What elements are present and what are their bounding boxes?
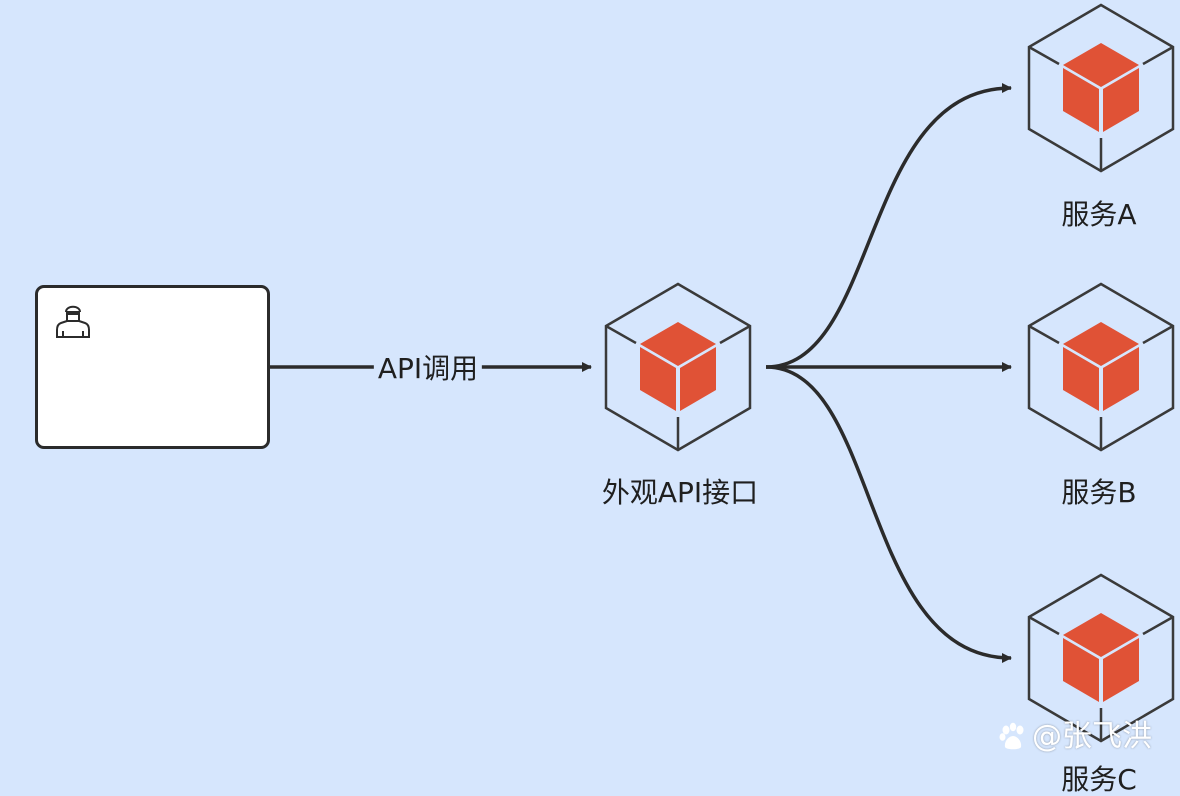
client-node[interactable] [35, 285, 270, 449]
edge-label-api-call: API调用 [373, 355, 483, 383]
service-b-node[interactable] [1027, 282, 1175, 452]
facade-label: 外观API接口 [601, 476, 759, 509]
cube-icon [1027, 282, 1175, 452]
edge-facade-to-service-c[interactable] [765, 365, 1012, 663]
baidu-paw-icon [999, 722, 1024, 750]
service-a-label: 服务A [1061, 198, 1137, 231]
service-b-label: 服务B [1061, 476, 1137, 509]
service-a-node[interactable] [1027, 3, 1175, 173]
user-icon [56, 305, 90, 338]
watermark: @张飞洪 [998, 722, 1152, 752]
edge-facade-to-service-a[interactable] [765, 83, 1012, 369]
service-c-label: 服务C [1061, 763, 1137, 796]
watermark-text: @张飞洪 [1032, 719, 1152, 754]
cube-icon [604, 282, 752, 452]
cube-icon [1027, 3, 1175, 173]
service-c-node[interactable] [1027, 573, 1175, 743]
facade-node[interactable] [604, 282, 752, 452]
cube-icon [1027, 573, 1175, 743]
